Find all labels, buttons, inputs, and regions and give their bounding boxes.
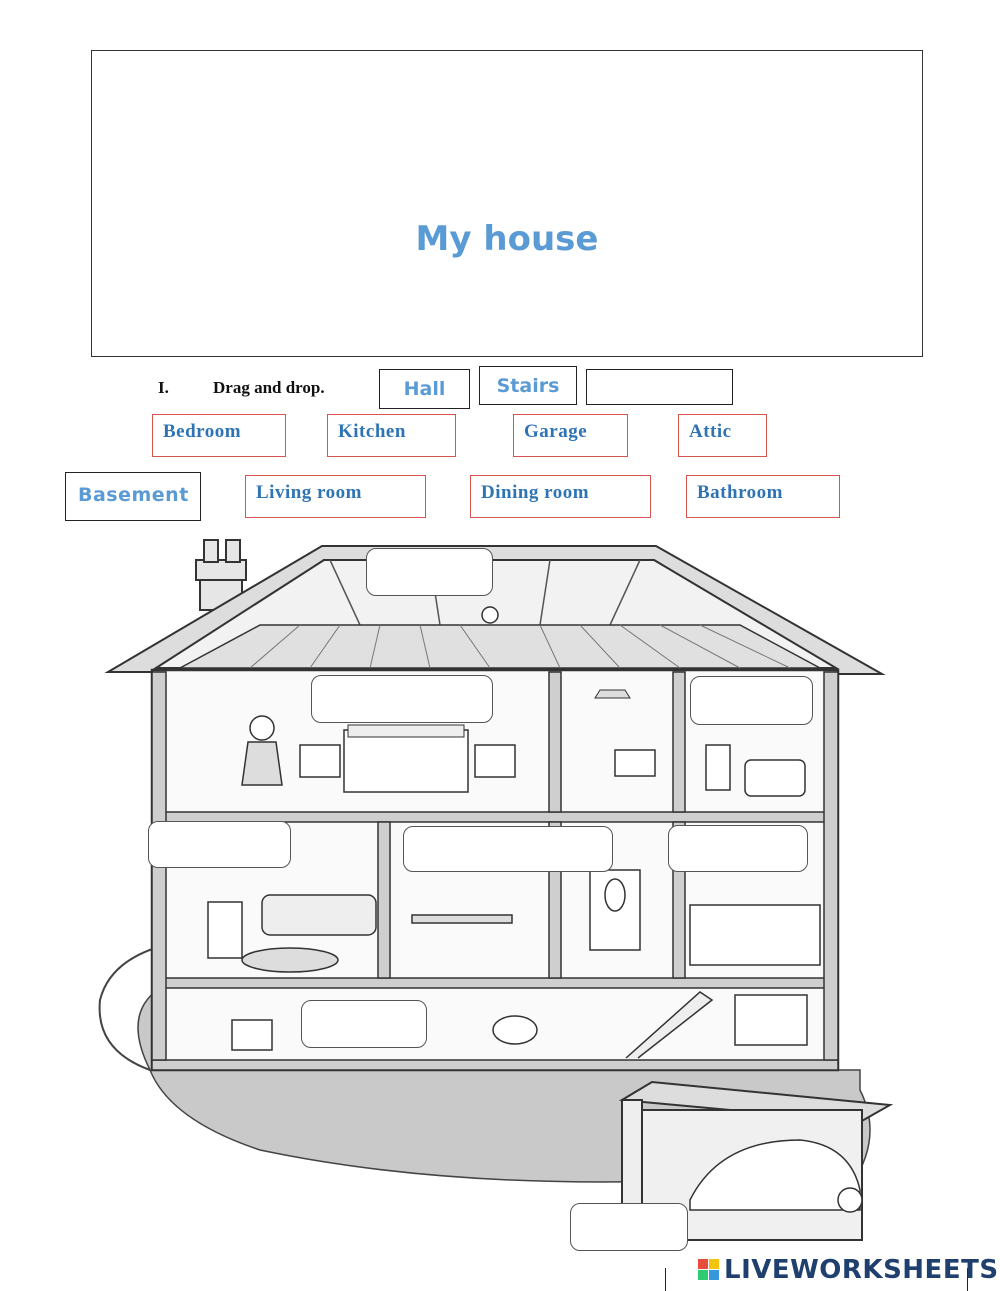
word-garage[interactable]: Garage: [513, 414, 628, 457]
word-bedroom[interactable]: Bedroom: [152, 414, 286, 457]
blank-bedroom[interactable]: [311, 675, 493, 723]
blank-living-room[interactable]: [148, 821, 291, 868]
drop-box-hall[interactable]: Hall: [379, 369, 470, 409]
drop-box-empty[interactable]: [586, 369, 733, 405]
word-dining-room[interactable]: Dining room: [470, 475, 651, 518]
corner-line-left: [665, 1268, 666, 1291]
basement-cabinet: [734, 994, 808, 1046]
bed: [343, 729, 469, 793]
blank-garage[interactable]: [570, 1203, 688, 1251]
page-title: My house: [415, 219, 599, 259]
word-kitchen[interactable]: Kitchen: [327, 414, 456, 457]
floor-slab-base: [151, 1059, 839, 1071]
blank-dining-room[interactable]: [403, 826, 613, 872]
word-attic[interactable]: Attic: [678, 414, 767, 457]
bed-pillows: [347, 724, 465, 738]
logo-mark-icon: [698, 1259, 720, 1281]
interior-walls: [151, 671, 839, 1061]
blank-kitchen[interactable]: [668, 825, 808, 872]
attic-floor: [179, 624, 821, 669]
instruction-number: I.: [158, 378, 169, 397]
word-basement[interactable]: Basement: [65, 472, 201, 521]
dog: [492, 1015, 538, 1045]
ceiling-lamp: [594, 689, 631, 699]
nightstand-left: [299, 744, 341, 778]
grandma-head: [249, 715, 275, 741]
door-window: [604, 878, 626, 912]
basement-box: [231, 1019, 273, 1051]
dining-table: [411, 914, 513, 924]
nightstand-right: [474, 744, 516, 778]
kitchen-counter: [689, 904, 821, 966]
title-box: My house: [91, 50, 923, 357]
attic-floor-lines: [249, 624, 791, 669]
blank-bathroom[interactable]: [690, 676, 813, 725]
sink: [705, 744, 731, 791]
rug: [241, 947, 339, 973]
logo-text: LIVEWORKSHEETS: [724, 1255, 999, 1285]
front-door: [589, 869, 641, 951]
drop-box-stairs[interactable]: Stairs: [479, 366, 577, 405]
liveworksheets-logo: LIVEWORKSHEETS: [698, 1255, 999, 1285]
blank-attic[interactable]: [366, 548, 493, 596]
fireplace: [207, 901, 243, 959]
bathtub: [744, 759, 806, 797]
chimney-pot-right: [225, 539, 241, 563]
instruction-text: Drag and drop.: [213, 378, 325, 397]
basement-stairs: [625, 991, 714, 1059]
grandma-body: [241, 741, 283, 786]
corner-line-right: [967, 1268, 968, 1291]
floor-slab-lower: [151, 977, 839, 989]
car-wheel: [837, 1187, 863, 1213]
radiator: [614, 749, 656, 777]
word-bathroom[interactable]: Bathroom: [686, 475, 840, 518]
chimney-pot-left: [203, 539, 219, 563]
sofa: [261, 894, 377, 936]
drop-box-hall-label: Hall: [403, 378, 446, 400]
word-living-room[interactable]: Living room: [245, 475, 426, 518]
car: [689, 1139, 861, 1211]
blank-basement[interactable]: [301, 1000, 427, 1048]
path-curve: [98, 944, 166, 1071]
drop-box-stairs-label: Stairs: [496, 374, 560, 397]
cat: [481, 606, 499, 624]
